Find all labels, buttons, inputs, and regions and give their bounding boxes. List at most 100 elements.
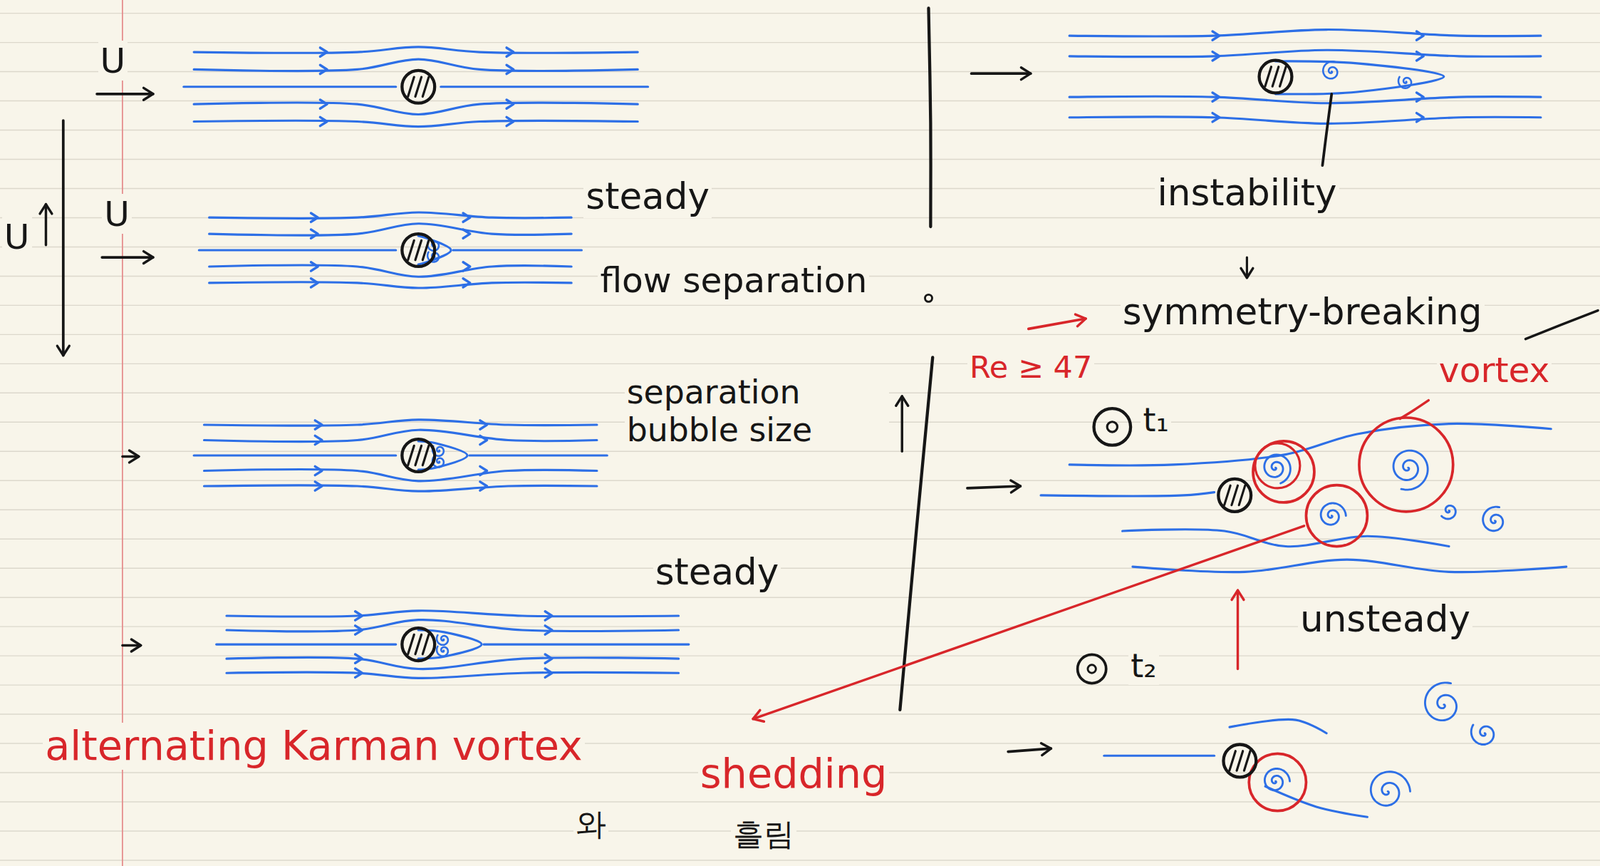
cylinder-outline — [1218, 478, 1251, 512]
vortex-spiral — [1441, 505, 1457, 519]
streamline — [226, 656, 679, 669]
clock-symbol — [1087, 664, 1096, 673]
cylinder-outline — [1259, 60, 1293, 94]
flow-chevron — [311, 278, 319, 288]
streamline — [1069, 116, 1541, 124]
flow-chevron — [311, 213, 319, 222]
streamline — [216, 643, 397, 646]
regime-note: symmetry-breaking — [1120, 290, 1485, 333]
cylinder-outline — [401, 233, 435, 267]
flow-chevron — [319, 99, 327, 109]
cylinder-hatch — [415, 445, 422, 466]
leader-line — [1322, 94, 1332, 166]
flow-chevron — [1212, 52, 1220, 61]
cylinder-hatch — [408, 240, 415, 261]
cylinder-hatch — [422, 445, 429, 466]
ruled-line — [0, 246, 1600, 248]
separator-line — [928, 7, 931, 227]
cylinder — [401, 70, 435, 104]
cylinder-hatch — [1243, 750, 1251, 771]
streamline — [226, 619, 679, 632]
vortex-spiral — [1320, 502, 1346, 525]
time-label: t₁ — [1140, 401, 1171, 439]
streamline — [193, 120, 638, 127]
flow-chevron — [355, 668, 363, 677]
vortex-spiral — [1398, 76, 1412, 89]
cylinder-hatch — [1238, 485, 1246, 506]
flow-chevron — [319, 116, 327, 126]
flow-chevron — [463, 278, 471, 288]
separation-bubble — [1275, 61, 1444, 95]
streamline — [1069, 29, 1541, 37]
vortex-spiral — [1483, 506, 1504, 531]
arrow-line — [901, 396, 904, 451]
flow-chevron — [355, 653, 363, 663]
ruled-line — [0, 800, 1600, 802]
arrow-head — [143, 251, 154, 264]
arrow-line — [101, 255, 154, 259]
arrow-line — [44, 204, 48, 246]
vortex-spiral — [1393, 450, 1428, 490]
arrow-head — [39, 204, 53, 214]
flow-chevron — [544, 653, 553, 663]
vortex-circle — [1359, 417, 1454, 512]
flow-chevron — [1212, 113, 1220, 122]
streamline — [226, 610, 679, 617]
regime-note: steady — [583, 175, 712, 218]
flow-chevron — [1416, 31, 1425, 40]
cylinder-hatch — [1231, 485, 1239, 506]
flow-chevron — [463, 262, 471, 271]
cylinder-outline — [401, 438, 435, 472]
cylinder — [1218, 478, 1251, 512]
vortex-spiral — [1424, 682, 1457, 721]
streamline — [209, 265, 573, 277]
streamline — [203, 429, 597, 441]
streamline-row — [198, 212, 582, 288]
ruled-line — [0, 42, 1600, 43]
vortex-circle — [1253, 440, 1315, 503]
regime-note: unsteady — [1297, 597, 1473, 640]
ruled-lines — [0, 13, 1600, 860]
streamline-row — [216, 610, 689, 679]
arrow-head — [1074, 314, 1086, 327]
ruled-line — [0, 683, 1600, 685]
ruled-line — [0, 129, 1600, 131]
arrow-head — [896, 396, 909, 406]
vortex-spiral — [436, 646, 449, 657]
ruled-line — [0, 654, 1600, 656]
cylinder-hatch — [1265, 66, 1272, 87]
ruled-line — [0, 509, 1600, 511]
clock-symbol — [1094, 408, 1132, 446]
cylinder-hatch — [1272, 66, 1279, 87]
wavy-streamline — [1265, 785, 1368, 817]
cylinder — [401, 438, 435, 472]
cylinder — [1223, 743, 1256, 777]
flow-chevron — [319, 64, 327, 74]
cylinder-hatch — [415, 240, 422, 261]
flow-chevron — [544, 611, 553, 620]
wavy-streamline — [1229, 718, 1327, 733]
arrow-head — [752, 709, 764, 721]
streamline — [226, 671, 679, 678]
flow-chevron — [463, 229, 471, 238]
vortex-spiral — [1264, 767, 1290, 790]
time-label: t₂ — [1128, 646, 1159, 685]
flow-chevron — [311, 262, 319, 271]
phenomenon-name: shedding — [698, 750, 890, 798]
arrow-line — [1236, 589, 1239, 669]
vortex-circle — [1255, 443, 1301, 488]
cylinder-hatch — [1224, 485, 1231, 506]
clock-symbol — [1077, 653, 1107, 683]
velocity-symbol: U — [101, 193, 132, 234]
ruled-line — [0, 567, 1600, 568]
arrow-head — [1231, 589, 1244, 600]
arrow-head — [143, 87, 154, 100]
ruled-line — [0, 188, 1600, 189]
underline-stroke — [1525, 310, 1598, 340]
streamline — [203, 468, 597, 481]
wavy-streamline — [1132, 559, 1567, 572]
streamline — [209, 223, 573, 236]
flow-chevron — [480, 435, 488, 444]
arrow-head — [56, 345, 70, 355]
flow-chevron — [506, 64, 514, 74]
